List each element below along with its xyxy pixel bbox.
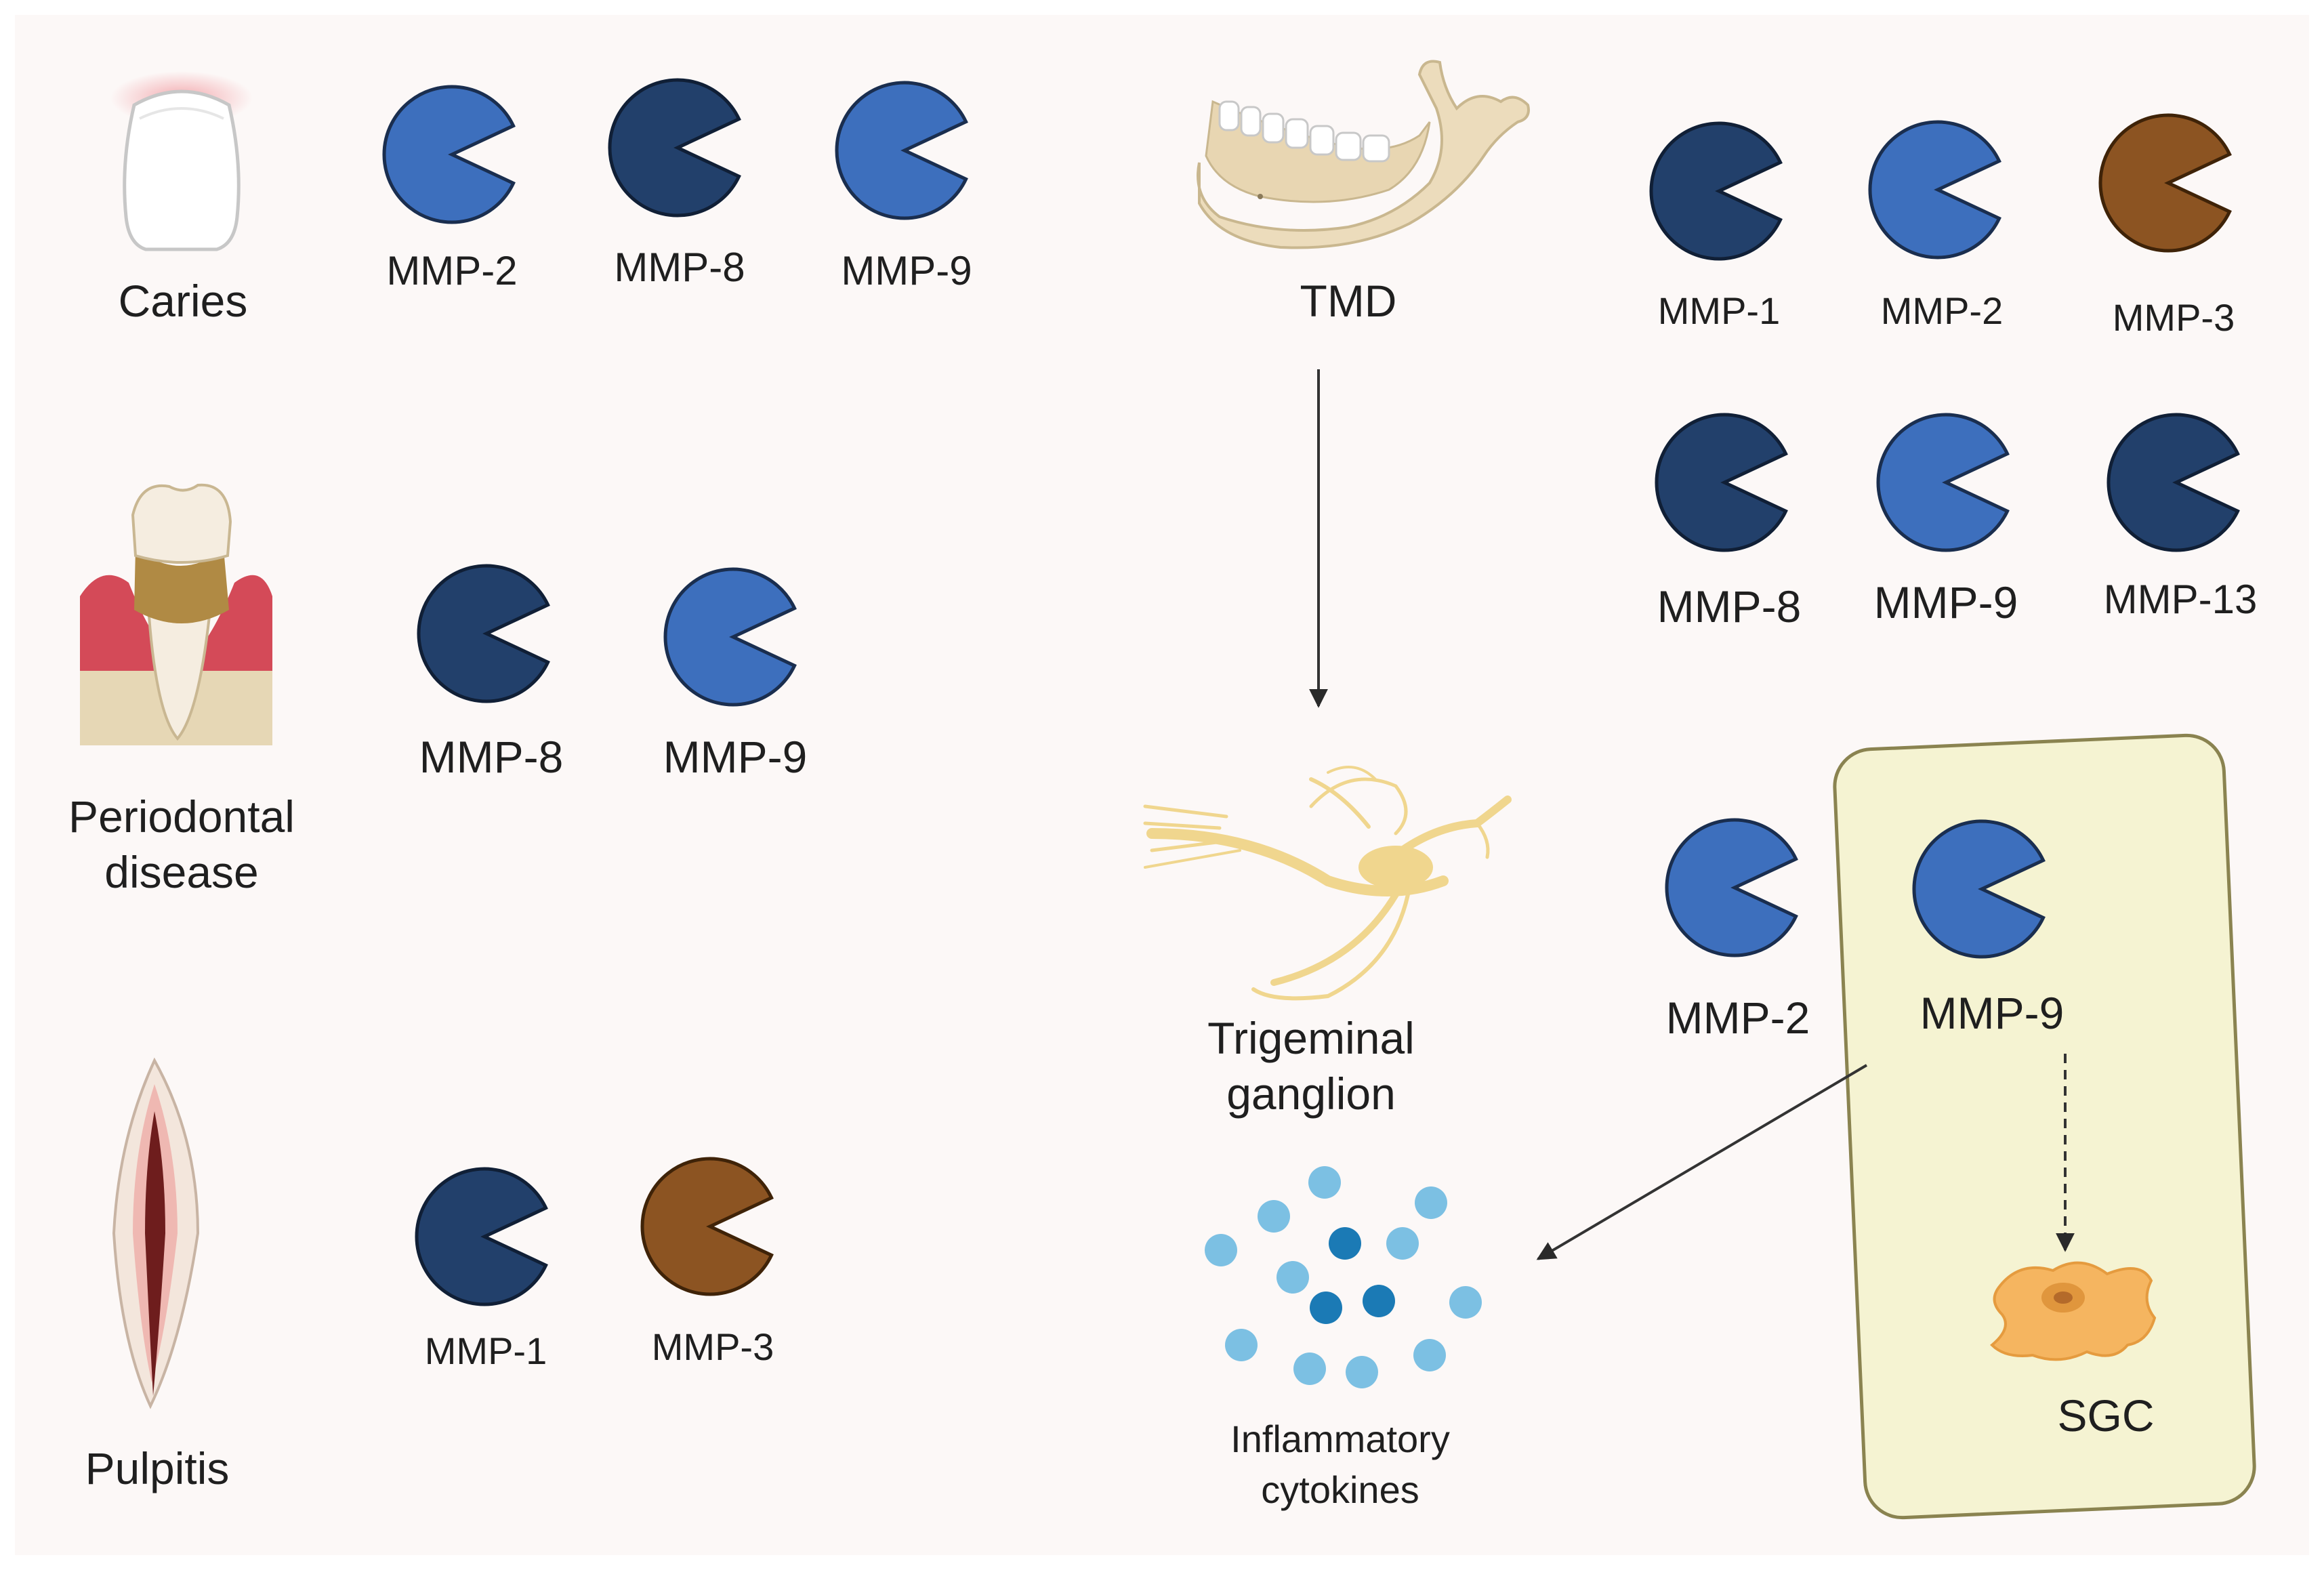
ganglion-label-line2: ganglion [1226, 1069, 1396, 1119]
periodontal-label-line2: disease [104, 847, 259, 897]
ganglion-mmp-9: MMP-9 [1914, 821, 2064, 1038]
tmd-mmp-8: MMP-8 [1657, 415, 1801, 632]
ganglion-label-line1: Trigeminal [1207, 1013, 1415, 1063]
incisor-tooth-icon [110, 71, 253, 251]
tmd-label: TMD [1300, 276, 1397, 326]
tmd-mmp-2-label: MMP-2 [1881, 289, 2003, 332]
periodontal-group: Periodontal disease MMP-8 MMP-9 [68, 483, 808, 897]
tmd-mmp-1-label: MMP-1 [1658, 289, 1780, 332]
neuron-icon [1143, 766, 1512, 1001]
periodontal-mmp-9-label: MMP-9 [663, 732, 808, 782]
tmd-group: TMD MMP-1 MMP-2 MMP-3 MMP-8 MMP-9 MMP-13 [1197, 60, 2258, 632]
caries-mmp-2: MMP-2 [384, 87, 518, 293]
panel-to-cytokines-arrow [1536, 1064, 1868, 1260]
sgc-group: SGC [1990, 1261, 2157, 1441]
trigeminal-ganglion-group: Trigeminal ganglion MMP-2 MMP-9 [1143, 766, 2064, 1119]
sgc-panel [1833, 733, 2256, 1520]
tmd-mmp-8-label: MMP-8 [1657, 581, 1802, 632]
tmd-mmp-13-label: MMP-13 [2104, 577, 2258, 622]
caries-mmp-2-label: MMP-2 [386, 248, 517, 293]
pulpitis-mmp-3-label: MMP-3 [652, 1325, 774, 1368]
tmd-mmp-9: MMP-9 [1874, 415, 2018, 627]
periodontal-tooth-icon [80, 483, 272, 745]
periodontal-mmp-9: MMP-9 [663, 569, 808, 782]
ganglion-mmp-2: MMP-2 [1666, 820, 1810, 1043]
satellite-glial-cell-icon [1990, 1261, 2157, 1361]
cytokine-dots-icon [1205, 1166, 1482, 1388]
caries-mmp-8: MMP-8 [610, 80, 745, 290]
tooth-cross-section-icon [112, 1057, 200, 1409]
tmd-mmp-2: MMP-2 [1870, 122, 2003, 332]
tmd-mmp-1: MMP-1 [1651, 123, 1781, 332]
pulpitis-mmp-1-label: MMP-1 [425, 1329, 547, 1372]
sgc-label: SGC [2057, 1390, 2154, 1441]
caries-group: Caries MMP-2 MMP-8 MMP-9 [110, 71, 972, 326]
periodontal-label-line1: Periodontal [68, 791, 295, 842]
ganglion-mmp-2-label: MMP-2 [1666, 993, 1810, 1043]
tmd-mmp-9-label: MMP-9 [1874, 577, 2018, 627]
mandible-icon [1197, 60, 1530, 249]
periodontal-mmp-8: MMP-8 [419, 566, 563, 782]
caries-mmp-9-label: MMP-9 [841, 248, 972, 293]
cytokines-label-line2: cytokines [1261, 1468, 1419, 1511]
periodontal-mmp-8-label: MMP-8 [419, 732, 564, 782]
pulpitis-mmp-1: MMP-1 [417, 1169, 547, 1372]
pulpitis-mmp-3: MMP-3 [642, 1159, 774, 1368]
caries-mmp-9: MMP-9 [837, 83, 972, 293]
cytokines-label-line1: Inflammatory [1230, 1418, 1450, 1460]
caries-label: Caries [119, 276, 248, 326]
tmd-mmp-3: MMP-3 [2100, 115, 2235, 339]
pulpitis-label: Pulpitis [85, 1443, 230, 1493]
caries-mmp-8-label: MMP-8 [614, 245, 745, 290]
tmd-mmp-3-label: MMP-3 [2113, 296, 2235, 339]
tmd-mmp-13: MMP-13 [2104, 415, 2258, 622]
ganglion-mmp-9-label: MMP-9 [1920, 988, 2064, 1038]
cytokines-group: Inflammatory cytokines [1205, 1166, 1482, 1511]
pulpitis-group: Pulpitis MMP-1 MMP-3 [85, 1057, 774, 1493]
